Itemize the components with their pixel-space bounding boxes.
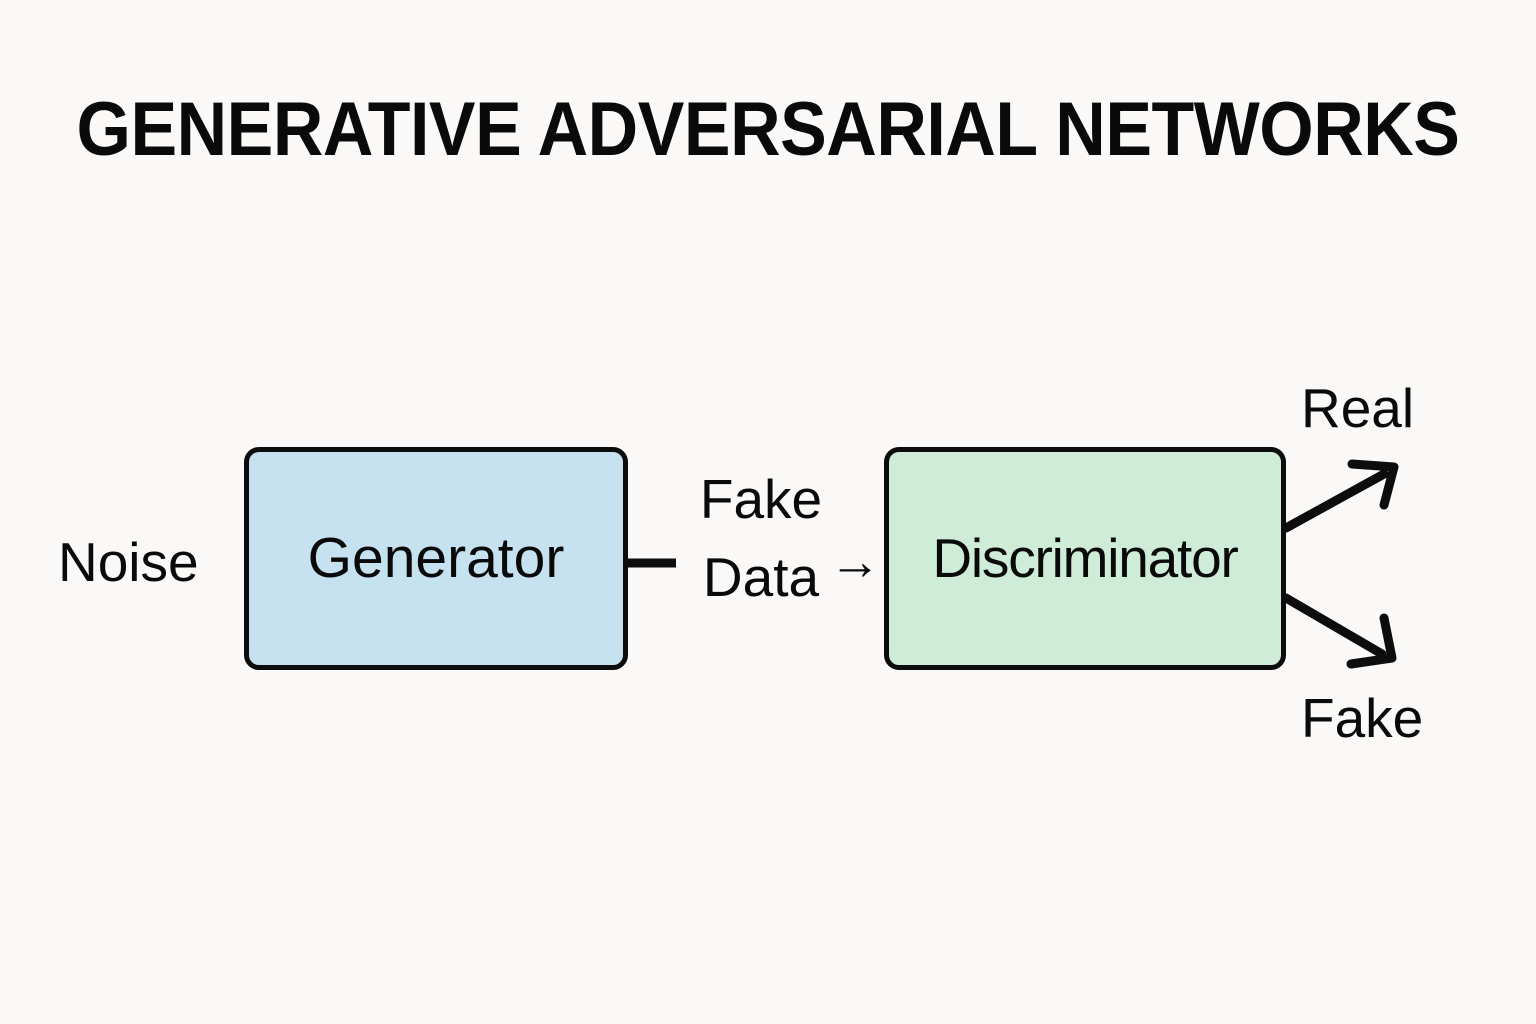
edge-label-fake-data-line2: Data <box>702 546 820 608</box>
input-label-noise: Noise <box>58 531 199 593</box>
edge-label-fake-data: Fake Data <box>686 460 836 616</box>
output-label-real: Real <box>1301 377 1415 439</box>
right-arrow-icon: → <box>829 533 881 591</box>
page-title: GENERATIVE ADVERSARIAL NETWORKS <box>76 87 1460 172</box>
output-label-fake: Fake <box>1301 687 1424 749</box>
node-discriminator-label: Discriminator <box>932 527 1238 589</box>
node-discriminator[interactable]: Discriminator <box>884 447 1286 670</box>
node-generator-label: Generator <box>307 526 565 590</box>
discriminator-to-fake-arrow <box>1281 593 1397 669</box>
discriminator-to-real-arrow <box>1281 459 1399 533</box>
node-generator[interactable]: Generator <box>244 447 628 670</box>
edge-label-fake-data-line1: Fake <box>699 468 823 530</box>
